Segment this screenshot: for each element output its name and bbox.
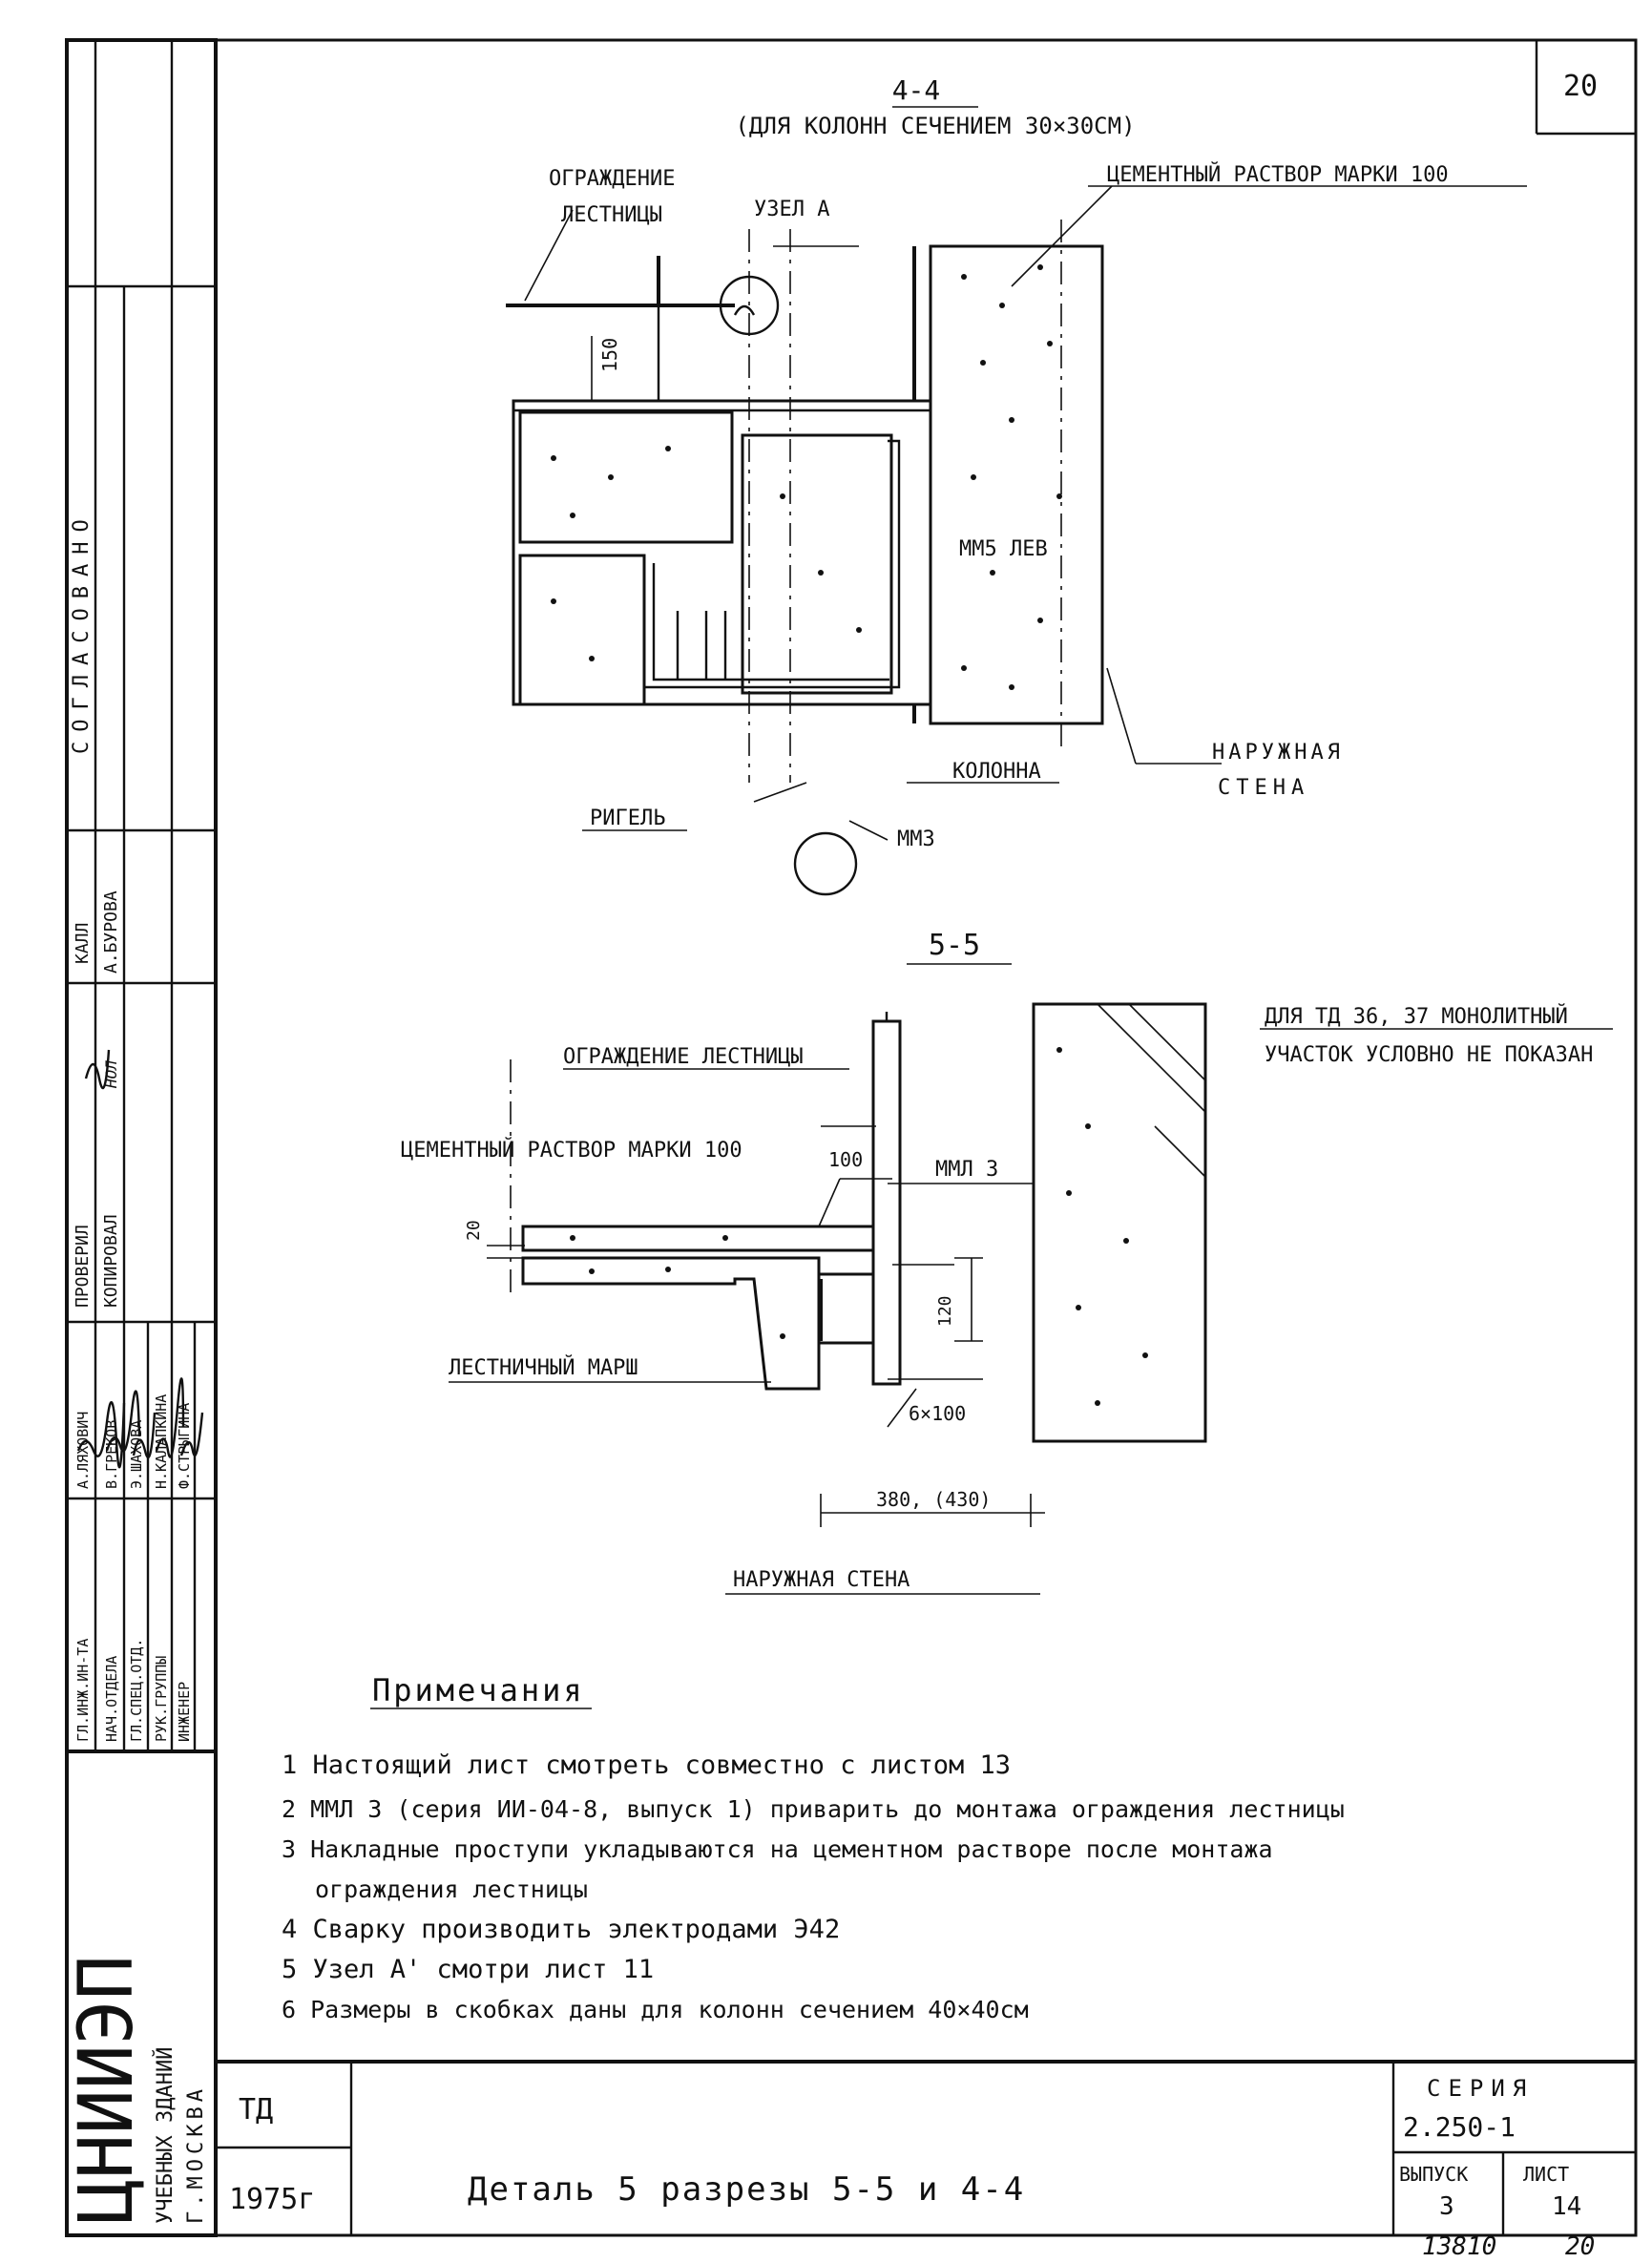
issue-label: ВЫПУСК: [1399, 2163, 1468, 2186]
dim-100: 100: [828, 1148, 863, 1171]
label-mortar-55: ЦЕМЕНТНЫЙ РАСТВОР МАРКИ 100: [401, 1138, 742, 1163]
title-text: Деталь 5 разрезы 5-5 и 4-4: [468, 2170, 1025, 2209]
label-outer-wall-44-line1: НАРУЖНАЯ: [1212, 741, 1344, 765]
org-name: ЦНИИЭП: [64, 1955, 150, 2224]
note-item-4: 4 Сварку производить электродами Э42: [282, 1915, 840, 1944]
note-item-5: 5 Узел А' смотри лист 11: [282, 1955, 654, 1984]
side-stamp: [65, 38, 218, 2237]
series-value: 2.250-1: [1403, 2111, 1516, 2143]
aggregate-marks-55: [570, 1047, 1148, 1406]
issue-value: 3: [1439, 2192, 1454, 2221]
sheet-value: 14: [1552, 2192, 1581, 2221]
label-column: КОЛОННА: [952, 760, 1041, 784]
note-item-6: 6 Размеры в скобках даны для колонн сече…: [282, 1996, 1029, 2023]
stamp-role-4: РУК.ГРУППЫ: [153, 1656, 170, 1742]
label-mml3: ММЛ 3: [935, 1158, 998, 1182]
title-code: ТД: [239, 2093, 273, 2127]
dim-6x100: 6×100: [909, 1402, 966, 1425]
note-item-3: 3 Накладные проступи укладываются на цем…: [282, 1835, 1273, 1863]
stamp-agreed: СОГЛАСОВАНО: [70, 510, 94, 754]
sheet-frame: [214, 38, 1638, 2237]
label-railing-55: ОГРАЖДЕНИЕ ЛЕСТНИЦЫ: [563, 1045, 804, 1069]
section-44: [506, 106, 1527, 896]
label-rigel: РИГЕЛЬ: [590, 807, 665, 830]
label-node-a: УЗЕЛ А: [754, 198, 829, 221]
stamp-kalla-label: КАЛЛ: [73, 923, 93, 964]
aggregate-marks-44: [551, 264, 1062, 690]
section-44-subtitle: (ДЛЯ КОЛОНН СЕЧЕНИЕМ 30×30СМ): [735, 113, 1135, 139]
label-mm3-44: ММ3: [897, 828, 935, 851]
stamp-role-2: НАЧ.ОТДЕЛА: [103, 1656, 120, 1742]
section-55: [449, 963, 1613, 1595]
label-railing-44-line2: ЛЕСТНИЦЫ: [561, 203, 662, 227]
section-55-title: 5-5: [929, 929, 980, 962]
section-44-title: 4-4: [892, 74, 941, 106]
label-outer-wall-55: НАРУЖНАЯ СТЕНА: [733, 1568, 910, 1592]
label-mm5: ММ5 ЛЕВ: [959, 537, 1048, 561]
stamp-kalla-name: А.БУРОВА: [101, 891, 121, 974]
archive-number: 13810: [1422, 2232, 1496, 2261]
stamp-role-5: ИНЖЕНЕР: [176, 1682, 193, 1742]
label-outer-wall-44-line2: СТЕНА: [1218, 776, 1309, 800]
org-line-2: УЧЕБНЫХ ЗДАНИЙ: [153, 2047, 178, 2224]
note-55-line2: УЧАСТОК УСЛОВНО НЕ ПОКАЗАН: [1265, 1043, 1593, 1067]
stamp-copied-label: КОПИРОВАЛ: [101, 1214, 121, 1308]
sheet-number: 20: [1563, 70, 1598, 103]
stamp-name-1: А.ЛЯХОВИЧ: [74, 1412, 92, 1489]
note-item-2: 2 ММЛ 3 (серия ИИ-04-8, выпуск 1) привар…: [282, 1795, 1345, 1823]
notes-heading: Примечания: [372, 1672, 585, 1708]
label-stair-flight: ЛЕСТНИЧНЫЙ МАРШ: [449, 1355, 638, 1380]
label-mortar-44: ЦЕМЕНТНЫЙ РАСТВОР МАРКИ 100: [1107, 162, 1449, 187]
org-city: Г.МОСКВА: [184, 2085, 208, 2224]
dim-150: 150: [598, 338, 621, 372]
archive-sheet: 20: [1565, 2232, 1595, 2261]
note-55-line1: ДЛЯ ТД 36, 37 МОНОЛИТНЫЙ: [1265, 1004, 1568, 1029]
stamp-name-3: Э.ШАХОВА: [128, 1420, 145, 1489]
dim-20: 20: [464, 1220, 484, 1241]
title-block: [216, 2060, 1636, 2235]
signatures: [76, 1049, 204, 1469]
series-label: СЕРИЯ: [1427, 2075, 1534, 2102]
stamp-role-3: ГЛ.СПЕЦ.ОТД.: [128, 1639, 145, 1742]
sheet-label: ЛИСТ: [1523, 2163, 1569, 2186]
stamp-role-1: ГЛ.ИНЖ.ИН-ТА: [74, 1639, 92, 1742]
title-year: 1975г: [229, 2183, 315, 2216]
stamp-checked-label: ПРОВЕРИЛ: [73, 1225, 93, 1308]
dim-380-430: 380, (430): [876, 1488, 991, 1511]
note-item-1: 1 Настоящий лист смотреть совместно с ли…: [282, 1750, 1011, 1780]
label-railing-44-line1: ОГРАЖДЕНИЕ: [549, 167, 675, 191]
dim-120: 120: [935, 1295, 955, 1327]
note-item-3-cont: ограждения лестницы: [315, 1875, 588, 1903]
